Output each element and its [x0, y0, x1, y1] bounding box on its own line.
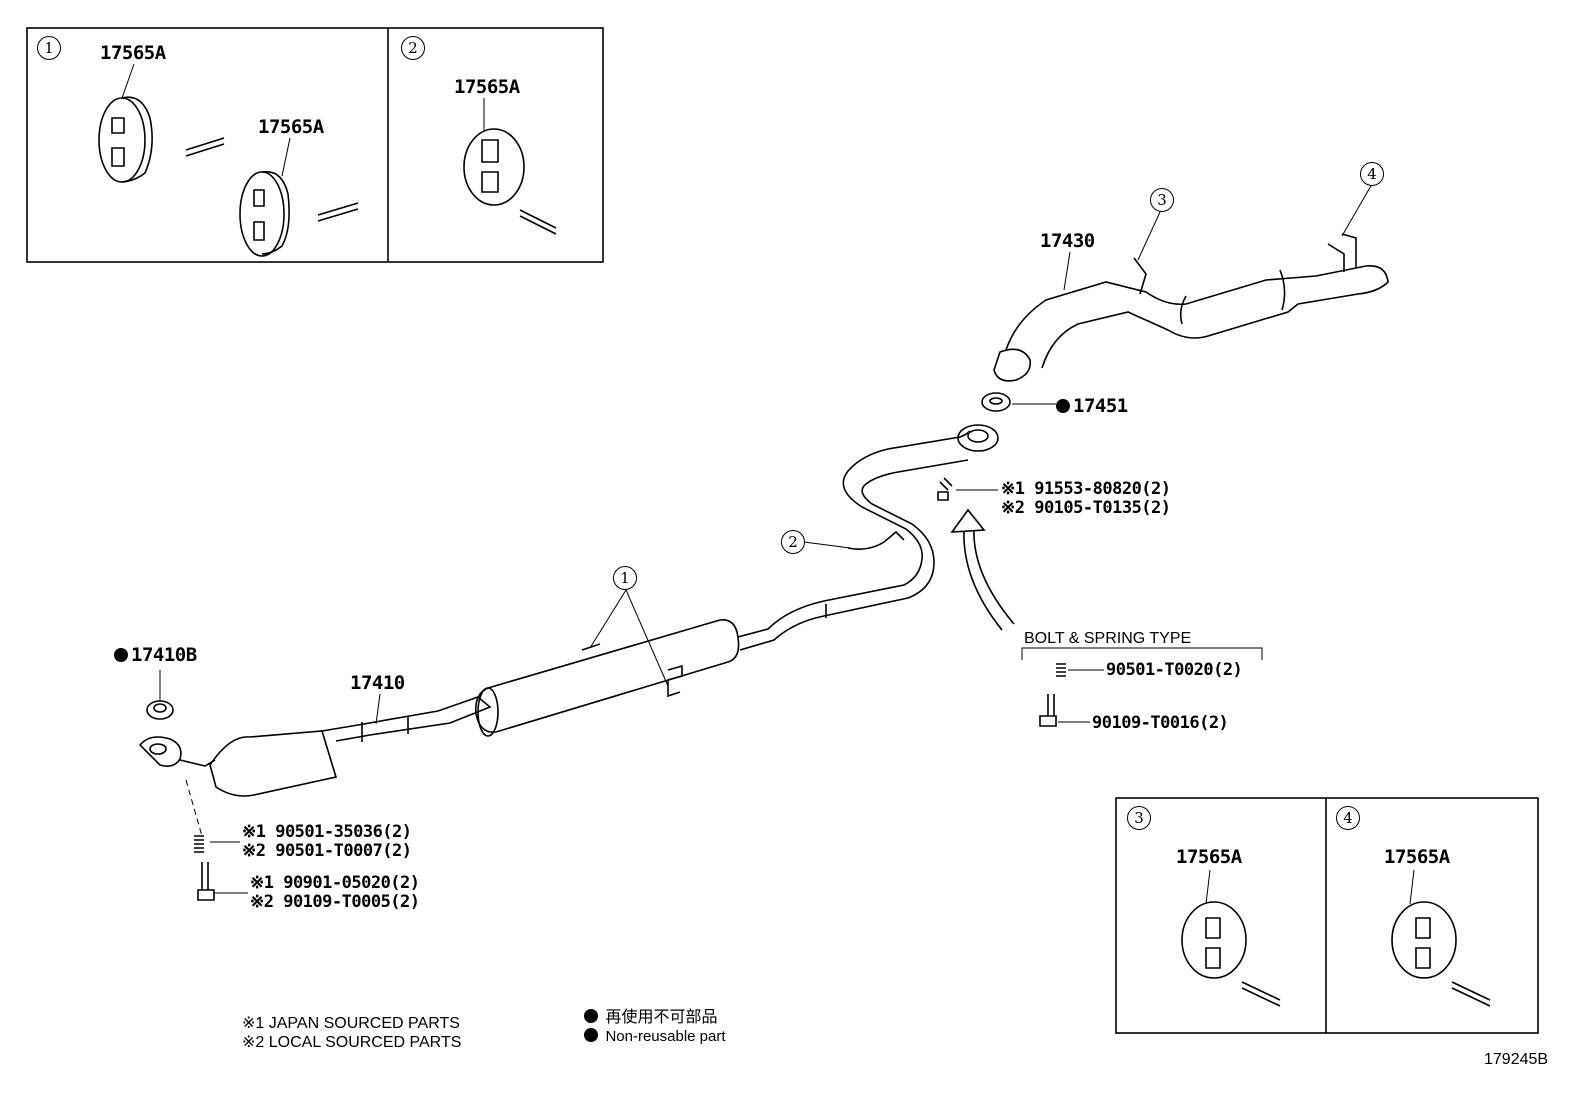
- callout-17565a[interactable]: 17565A: [1384, 846, 1450, 868]
- hanger-ref-2: 2: [781, 530, 805, 554]
- callout-bst-spring[interactable]: 90501-T0020(2): [1106, 660, 1243, 680]
- inset-key-1: 1: [37, 36, 61, 60]
- spring-icon: [1056, 663, 1066, 677]
- legend-sourcing: ※1 JAPAN SOURCED PARTS ※2 LOCAL SOURCED …: [242, 1015, 462, 1052]
- inset-frame-bottom: [1115, 797, 1539, 1034]
- hanger-ref-4: 4: [1360, 162, 1384, 186]
- callout-center-gasket[interactable]: 17451: [1056, 397, 1128, 416]
- callout-front-spring[interactable]: ※1 90501-35036(2) ※2 90501-T0007(2): [242, 822, 412, 861]
- inset-key-4: 4: [1336, 806, 1360, 830]
- inset-frame-top: [26, 27, 604, 263]
- hanger-rubber-icon: [239, 170, 359, 257]
- bolt-icon: [197, 862, 215, 901]
- bolt-icon: [1039, 694, 1057, 727]
- callout-front-gasket[interactable]: 17410B: [114, 646, 197, 665]
- callout-17565a[interactable]: 17565A: [258, 116, 324, 138]
- hanger-rubber-icon: [1181, 901, 1281, 1007]
- inset-key-2: 2: [401, 36, 425, 60]
- bolt-spring-type-title: BOLT & SPRING TYPE: [1024, 630, 1192, 647]
- arrow-icon: [950, 508, 1015, 631]
- non-reusable-dot-icon: [584, 1028, 598, 1043]
- callout-17565a[interactable]: 17565A: [1176, 846, 1242, 868]
- hanger-ref-3: 3: [1150, 188, 1174, 212]
- non-reusable-dot-icon: [584, 1009, 598, 1023]
- bolt-icon: [937, 477, 953, 501]
- hanger-rubber-icon: [1391, 901, 1491, 1007]
- callout-17565a[interactable]: 17565A: [100, 42, 166, 64]
- callout-center-bolt[interactable]: ※1 91553-80820(2) ※2 90105-T0135(2): [1001, 479, 1171, 518]
- inset-key-3: 3: [1127, 806, 1151, 830]
- legend-nonreusable: 再使用不可部品 Non-reusable part: [584, 1008, 726, 1046]
- callout-17565a[interactable]: 17565A: [454, 76, 520, 98]
- hanger-rubber-icon: [98, 96, 225, 183]
- hanger-rubber-icon: [463, 128, 557, 235]
- gasket-icon: [146, 700, 174, 720]
- hanger-ref-1: 1: [613, 566, 637, 590]
- non-reusable-dot-icon: [1056, 399, 1070, 413]
- spring-icon: [194, 835, 204, 853]
- front-pipe-icon: [138, 424, 999, 797]
- callout-front-bolt[interactable]: ※1 90901-05020(2) ※2 90109-T0005(2): [250, 873, 420, 912]
- callout-bst-bolt[interactable]: 90109-T0016(2): [1092, 713, 1229, 733]
- callout-front-pipe[interactable]: 17410: [350, 672, 405, 694]
- callout-tail-pipe[interactable]: 17430: [1040, 230, 1095, 252]
- diagram-id: 179245B: [1484, 1051, 1549, 1068]
- leader-lines: [121, 63, 1415, 905]
- tail-pipe-icon: [981, 233, 1389, 412]
- non-reusable-dot-icon: [114, 648, 128, 662]
